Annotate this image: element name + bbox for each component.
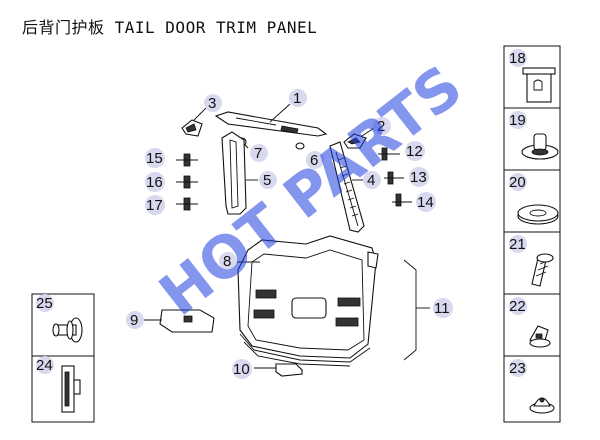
part-14-fastener[interactable] bbox=[392, 193, 412, 207]
part-17-fastener[interactable] bbox=[176, 197, 198, 211]
side-box-20[interactable]: 20 bbox=[509, 173, 559, 225]
side-box-label-20: 20 bbox=[509, 174, 526, 191]
svg-text:3: 3 bbox=[208, 95, 216, 112]
callout-10[interactable]: 10 bbox=[232, 359, 252, 379]
side-box-label-19: 19 bbox=[509, 112, 526, 129]
svg-text:1: 1 bbox=[293, 90, 301, 107]
side-box-18[interactable]: 18 bbox=[509, 49, 556, 103]
side-box-column-left bbox=[31, 293, 95, 423]
page-title: 后背门护板 TAIL DOOR TRIM PANEL bbox=[22, 18, 318, 37]
part-5-left-pillar-trim[interactable] bbox=[221, 131, 258, 215]
push-pin-part-21-icon bbox=[531, 253, 554, 287]
svg-text:7: 7 bbox=[254, 145, 262, 162]
part-6-plug[interactable] bbox=[295, 142, 305, 150]
svg-text:5: 5 bbox=[263, 172, 271, 189]
callout-8[interactable]: 8 bbox=[219, 252, 237, 270]
part-10-block[interactable] bbox=[254, 363, 304, 377]
svg-text:13: 13 bbox=[410, 169, 427, 186]
grommet-part-25-icon bbox=[52, 317, 83, 343]
callout-17[interactable]: 17 bbox=[145, 195, 165, 215]
callout-11[interactable]: 11 bbox=[433, 298, 453, 318]
callout-3[interactable]: 3 bbox=[204, 94, 222, 112]
callout-4[interactable]: 4 bbox=[363, 171, 381, 189]
side-box-22[interactable]: 22 bbox=[509, 297, 551, 348]
washer-part-20-icon bbox=[517, 204, 559, 225]
svg-text:9: 9 bbox=[130, 312, 138, 329]
clip-part-18-icon bbox=[522, 67, 556, 103]
svg-text:17: 17 bbox=[146, 197, 163, 214]
svg-text:16: 16 bbox=[146, 174, 163, 191]
part-2-clip-right[interactable] bbox=[343, 127, 375, 149]
callout-12[interactable]: 12 bbox=[405, 141, 425, 161]
callout-14[interactable]: 14 bbox=[416, 192, 436, 212]
svg-text:6: 6 bbox=[310, 152, 318, 169]
part-9-pad[interactable] bbox=[142, 309, 215, 333]
side-box-label-24: 24 bbox=[36, 357, 53, 374]
callout-16[interactable]: 16 bbox=[145, 172, 165, 192]
part-3-clip-left[interactable] bbox=[181, 107, 207, 137]
part-12-fastener[interactable] bbox=[378, 147, 400, 161]
part-15-fastener[interactable] bbox=[176, 153, 198, 167]
side-box-24[interactable]: 24 bbox=[36, 356, 81, 413]
svg-text:11: 11 bbox=[434, 300, 450, 317]
part-1-upper-garnish[interactable] bbox=[214, 103, 328, 137]
callout-2[interactable]: 2 bbox=[373, 117, 391, 135]
side-box-label-25: 25 bbox=[36, 295, 53, 312]
part-8-main-trim-panel[interactable] bbox=[234, 235, 379, 367]
side-box-19[interactable]: 19 bbox=[509, 111, 559, 160]
side-box-25[interactable]: 25 bbox=[36, 294, 83, 343]
side-box-label-22: 22 bbox=[509, 298, 526, 315]
rivet-part-19-icon bbox=[521, 133, 559, 160]
callout-5[interactable]: 5 bbox=[259, 171, 277, 189]
svg-text:12: 12 bbox=[406, 143, 423, 160]
side-box-label-18: 18 bbox=[509, 50, 526, 67]
part-4-right-pillar-trim[interactable] bbox=[329, 141, 365, 233]
callout-13[interactable]: 13 bbox=[409, 167, 429, 187]
part-16-fastener[interactable] bbox=[176, 175, 198, 189]
callout-7[interactable]: 7 bbox=[250, 144, 268, 162]
cap-part-23-icon bbox=[529, 397, 555, 414]
svg-text:10: 10 bbox=[233, 361, 250, 378]
side-box-label-23: 23 bbox=[509, 360, 526, 377]
clip-part-22-icon bbox=[529, 325, 551, 348]
svg-text:15: 15 bbox=[146, 150, 163, 167]
side-box-column-right bbox=[503, 45, 561, 423]
svg-text:14: 14 bbox=[417, 194, 434, 211]
svg-text:4: 4 bbox=[367, 172, 375, 189]
side-box-23[interactable]: 23 bbox=[509, 359, 555, 414]
callout-1[interactable]: 1 bbox=[289, 89, 307, 107]
part-11-bracket-line bbox=[403, 259, 430, 361]
callout-6[interactable]: 6 bbox=[306, 151, 324, 169]
side-box-label-21: 21 bbox=[509, 236, 526, 253]
svg-text:2: 2 bbox=[377, 118, 385, 135]
side-box-21[interactable]: 21 bbox=[509, 235, 554, 287]
bracket-part-24-icon bbox=[61, 365, 81, 413]
callout-9[interactable]: 9 bbox=[126, 311, 144, 329]
part-13-fastener[interactable] bbox=[384, 171, 404, 185]
svg-text:8: 8 bbox=[223, 253, 231, 270]
callout-15[interactable]: 15 bbox=[145, 148, 165, 168]
